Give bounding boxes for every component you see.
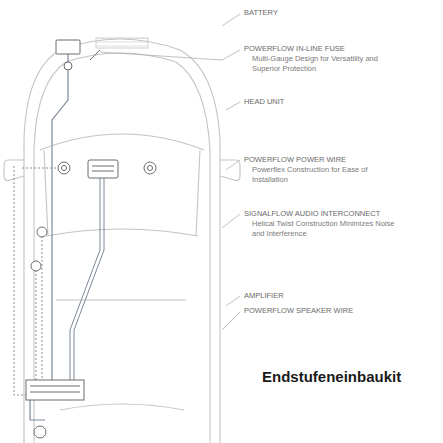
power-wire [30, 54, 68, 420]
part-label: AMPLIFIER [244, 291, 434, 301]
part-label: POWERFLOW IN-LINE FUSE [244, 44, 434, 54]
speaker-wire [14, 166, 64, 395]
leader-line [100, 14, 240, 330]
car-outline [4, 39, 240, 443]
title: Endstufeneinbaukit [262, 368, 401, 386]
head-unit-icon [88, 160, 118, 178]
part-note: Powerflex Construction for Ease of Insta… [252, 165, 402, 184]
audio-interconnect [70, 178, 104, 380]
amplifier-icon [26, 380, 84, 400]
part-note: Multi-Gauge Design for Versatility and S… [252, 54, 402, 73]
part-label: POWERFLOW POWER WIRE [244, 155, 434, 165]
part-label: HEAD UNIT [244, 97, 434, 107]
part-note: Helical Twist Construction Minimizes Noi… [252, 219, 402, 238]
part-label: BATTERY [244, 8, 434, 18]
grille [96, 38, 148, 48]
part-label: SIGNALFLOW AUDIO INTERCONNECT [244, 209, 434, 219]
battery-icon [56, 40, 100, 70]
part-label: POWERFLOW SPEAKER WIRE [244, 306, 434, 316]
